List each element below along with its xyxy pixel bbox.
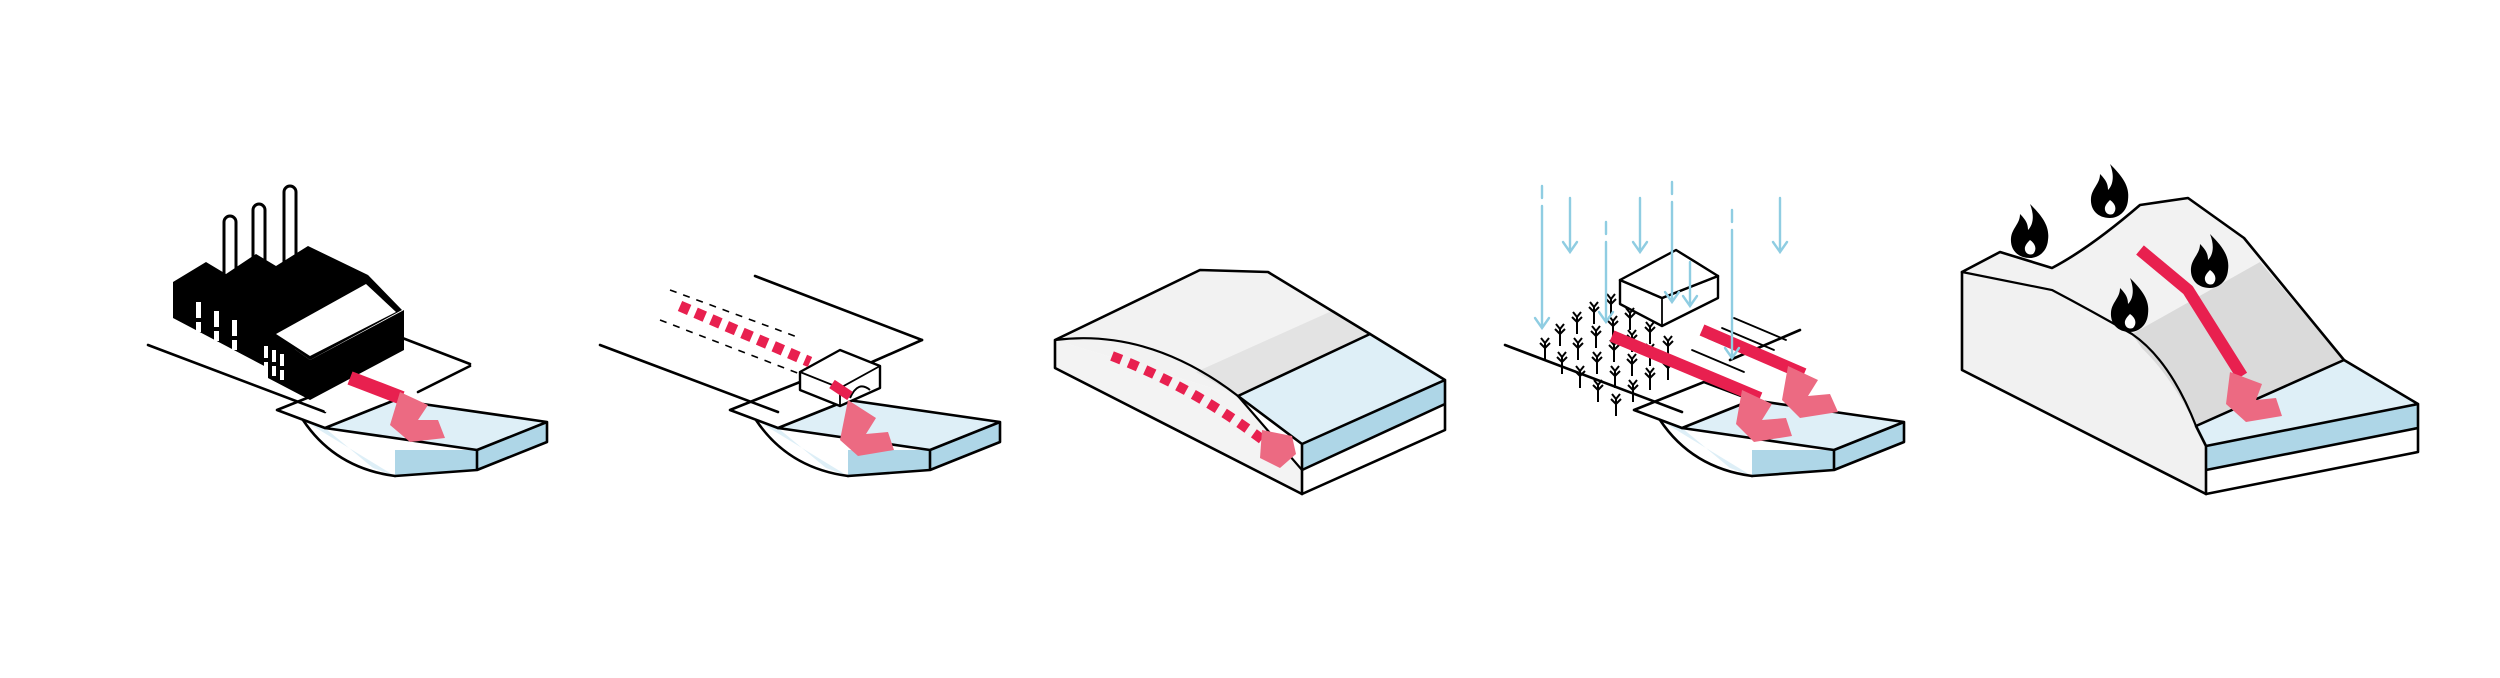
ground-line bbox=[1503, 343, 1684, 414]
factory-icon bbox=[173, 184, 404, 400]
panel-groundwater-seepage bbox=[1053, 268, 1447, 496]
panel-agricultural-runoff bbox=[1503, 180, 1906, 478]
river-channel bbox=[1236, 332, 1447, 496]
runoff-flow-arrows bbox=[1609, 324, 1838, 442]
house-icon bbox=[1618, 248, 1720, 328]
hill-slab bbox=[1053, 268, 1372, 496]
hill-slab bbox=[1960, 196, 2346, 496]
burn-runoff-flow-arrow bbox=[2136, 245, 2282, 422]
ground-line bbox=[598, 274, 924, 414]
panel-factory-discharge bbox=[146, 184, 549, 478]
subsurface-flow-arrow bbox=[677, 300, 894, 456]
ground-line bbox=[146, 332, 472, 414]
subsurface-flow-icon bbox=[1110, 351, 1296, 468]
panel-wildfire-runoff bbox=[1960, 164, 2420, 496]
river-channel bbox=[2194, 358, 2420, 496]
pipe-outlet-icon bbox=[798, 348, 882, 408]
pipe-dashed-lines bbox=[659, 289, 801, 375]
rain-icon bbox=[1533, 180, 1789, 361]
discharge-flow-arrow bbox=[347, 371, 445, 442]
panel-pipe-outfall bbox=[598, 274, 1002, 478]
